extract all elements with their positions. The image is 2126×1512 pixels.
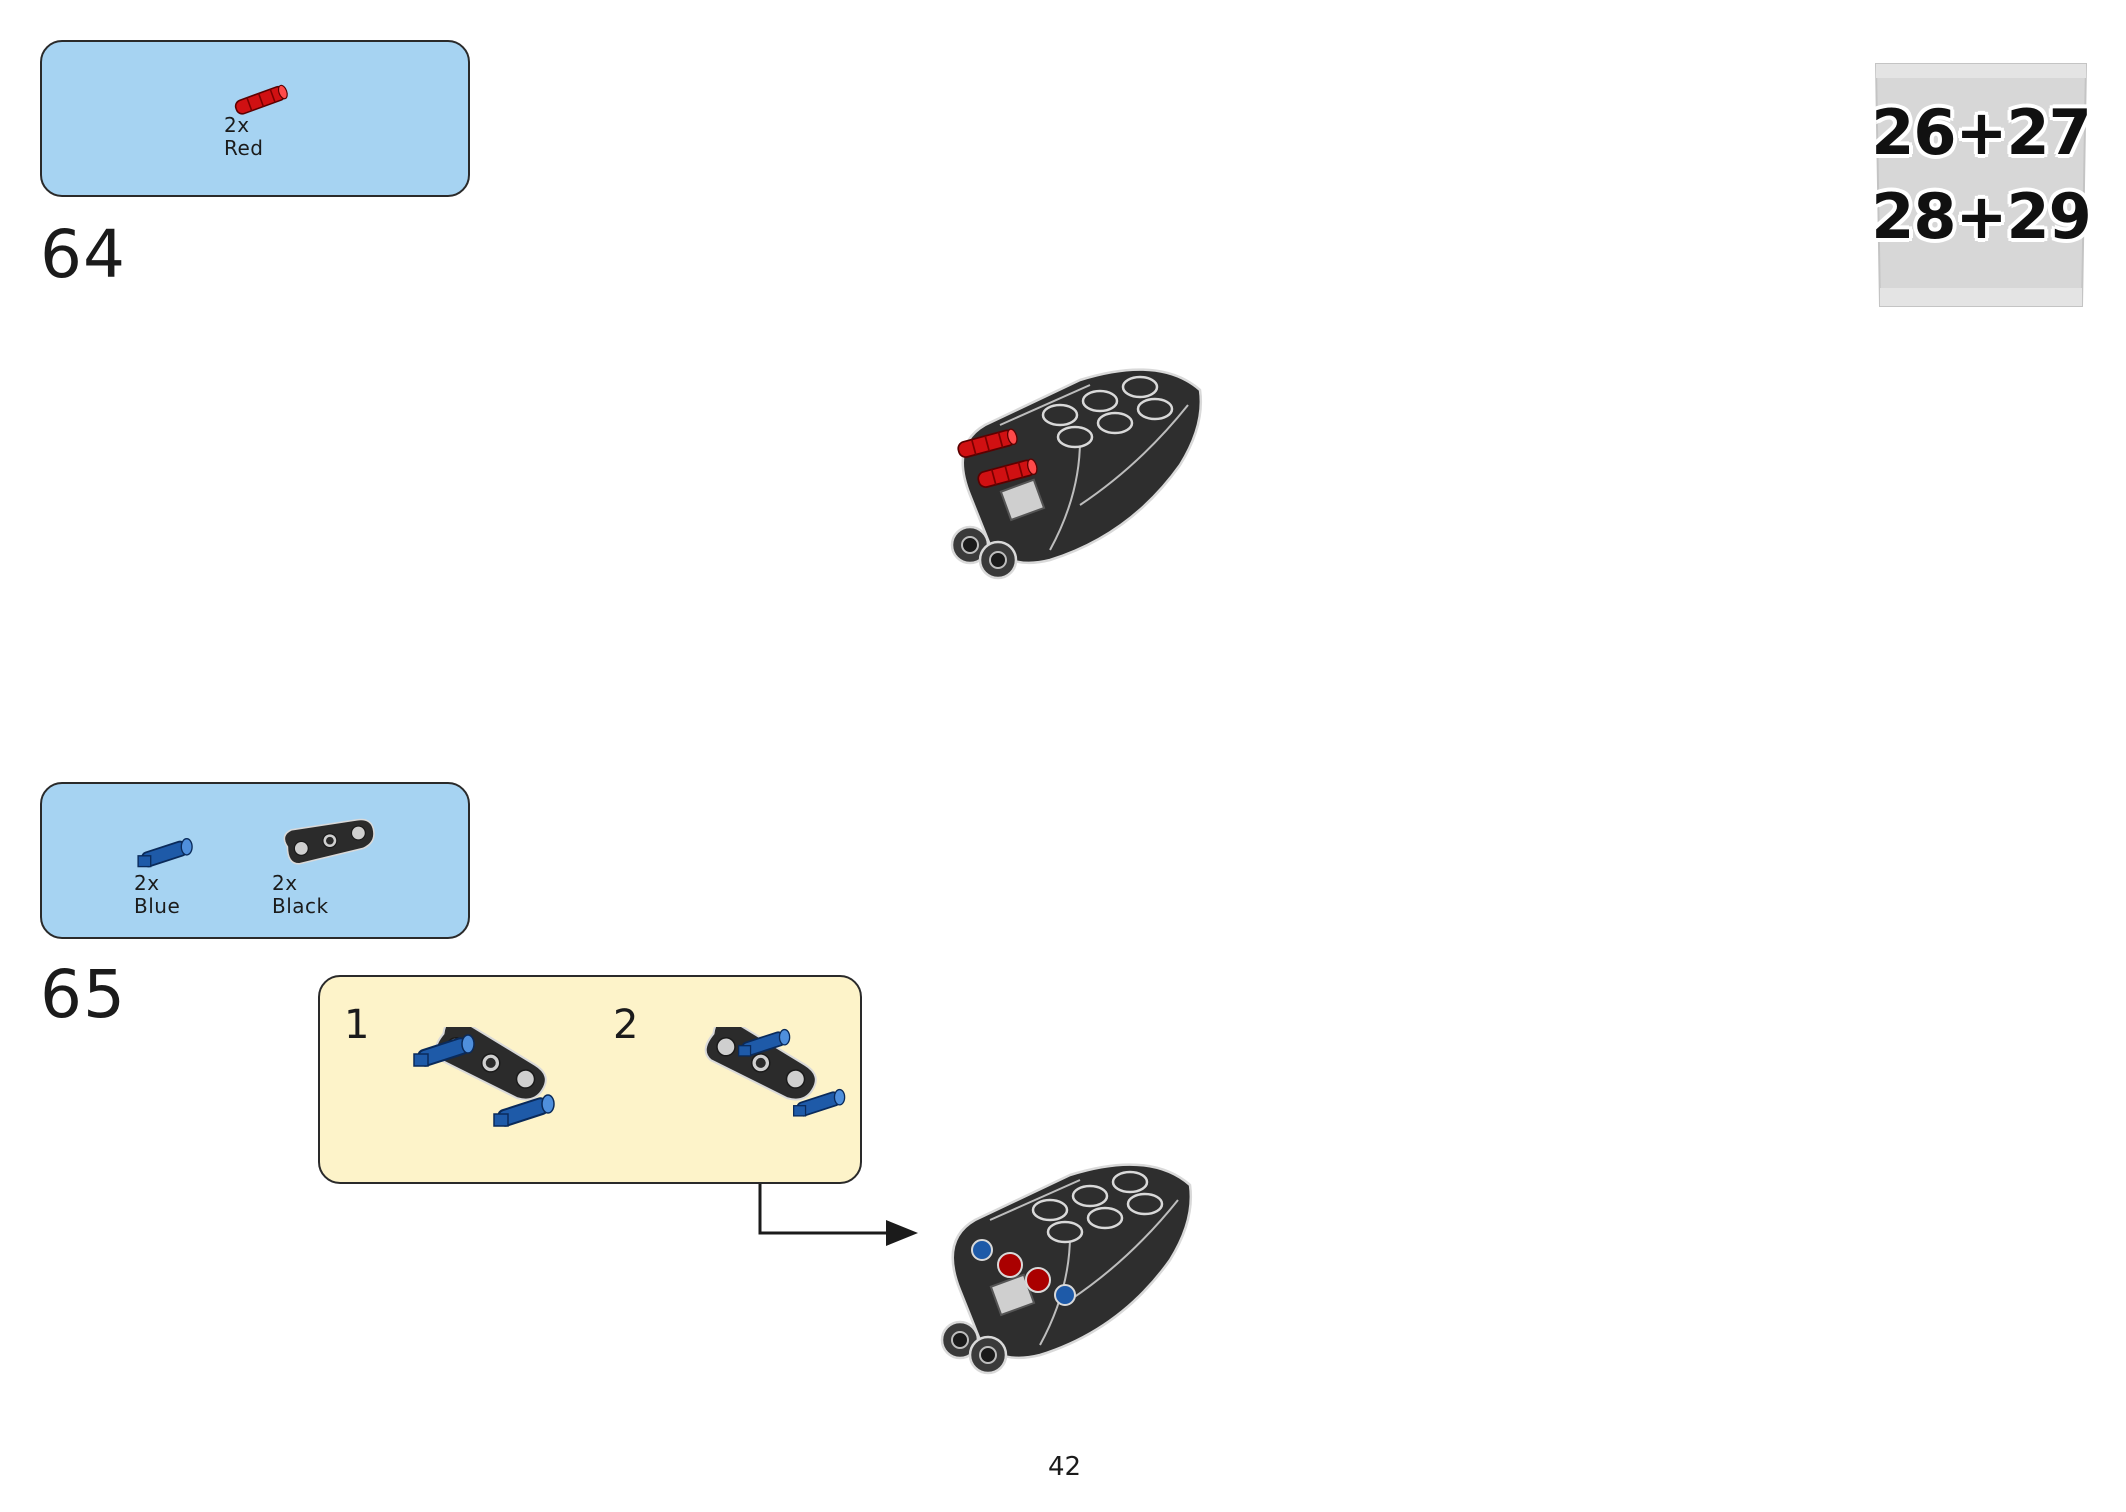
bag-number-top: 26+27 xyxy=(1871,96,2092,169)
parts-callout-step-64: 2x Red xyxy=(40,40,470,197)
part-color: Blue xyxy=(134,894,181,918)
part-qty: 2x xyxy=(272,871,298,895)
part-item: 2x Blue xyxy=(134,836,198,918)
part-color: Red xyxy=(224,136,264,160)
bag-icon xyxy=(1874,63,2088,307)
substep-1-assembly-icon xyxy=(413,1027,555,1129)
bag-number-bottom: 28+29 xyxy=(1871,180,2092,253)
step-number: 65 xyxy=(40,956,126,1033)
wing-assembly-icon xyxy=(930,345,1230,585)
axle-pin-icon xyxy=(134,836,198,872)
part-item: 2x Black xyxy=(272,814,380,918)
assembly-model-step-64 xyxy=(930,345,1230,589)
wing-assembly-icon xyxy=(920,1140,1220,1380)
part-qty: 2x xyxy=(134,871,160,895)
part-item: 2x Red xyxy=(224,86,292,160)
page-number: 42 xyxy=(1048,1452,1082,1482)
part-color: Black xyxy=(272,894,329,918)
assembly-model-step-65 xyxy=(920,1140,1220,1384)
substep-number: 2 xyxy=(613,1002,639,1048)
part-qty: 2x xyxy=(224,113,250,137)
substep-number: 1 xyxy=(344,1002,370,1048)
step-number: 64 xyxy=(40,216,126,293)
parts-bag: 26+27 28+29 xyxy=(1870,58,2092,310)
substep-2-assembly-icon xyxy=(695,1027,846,1124)
beam-3-icon xyxy=(272,814,380,872)
subassembly-callout: 1 2 xyxy=(318,975,862,1184)
parts-callout-step-65: 2x Blue 2x Black xyxy=(40,782,470,939)
